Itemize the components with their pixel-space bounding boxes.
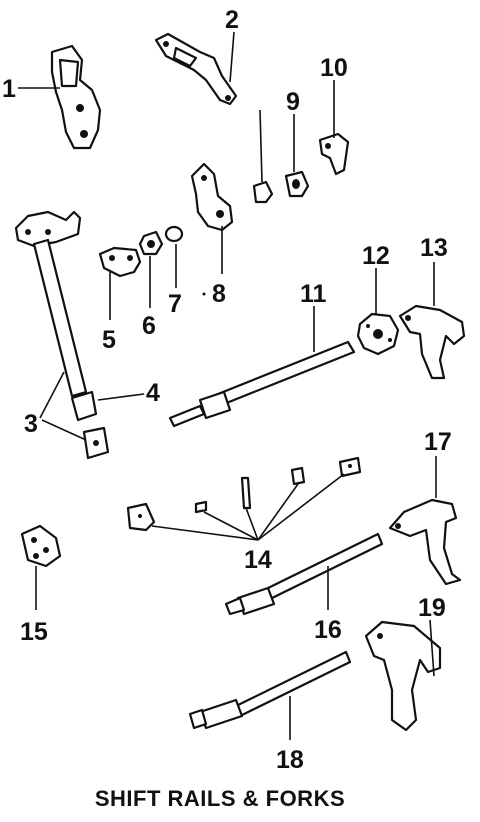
part-6-nut[interactable] xyxy=(138,230,164,256)
part-19-shift-fork[interactable] xyxy=(364,620,442,732)
callout-2: 2 xyxy=(225,6,239,34)
part-5-clip[interactable] xyxy=(98,246,142,278)
diagram-title: SHIFT RAILS & FORKS xyxy=(94,786,346,811)
callout-12: 12 xyxy=(362,242,390,270)
part-1-lever-housing[interactable] xyxy=(50,44,102,150)
callout-5: 5 xyxy=(102,326,116,354)
part-7-bushing[interactable] xyxy=(164,225,184,243)
part-16-shift-rail[interactable] xyxy=(224,532,384,616)
leader-3a xyxy=(39,371,65,419)
callout-6: 6 xyxy=(142,312,156,340)
callout-8: 8 xyxy=(212,280,226,308)
leader-3b xyxy=(41,419,87,441)
callout-14: 14 xyxy=(244,546,272,574)
callout-16: 16 xyxy=(314,616,342,644)
callout-15: 15 xyxy=(20,618,48,646)
part-12-collar[interactable] xyxy=(356,312,400,356)
callout-11: 11 xyxy=(300,280,327,308)
part-18-shift-rail[interactable] xyxy=(188,650,352,730)
leaders-14 xyxy=(151,473,345,541)
callout-13: 13 xyxy=(420,234,448,262)
part-13-shift-fork[interactable] xyxy=(398,304,466,380)
callout-7: 7 xyxy=(168,290,182,318)
part-8-shift-lever[interactable] xyxy=(190,162,234,232)
callout-9: 9 xyxy=(286,88,300,116)
leader-19 xyxy=(429,619,435,677)
part-9-bushing[interactable] xyxy=(284,170,310,198)
callout-17: 17 xyxy=(424,428,452,456)
callout-10: 10 xyxy=(320,54,348,82)
part-17-shift-fork[interactable] xyxy=(388,498,462,586)
callout-19: 19 xyxy=(418,594,446,622)
callout-4: 4 xyxy=(146,379,160,407)
part-3-shift-rail[interactable] xyxy=(14,210,110,460)
part-15-bracket[interactable] xyxy=(20,524,62,568)
part-14-hardware-kit[interactable] xyxy=(126,456,362,532)
callout-3: 3 xyxy=(24,410,38,438)
leader-2 xyxy=(229,31,235,83)
leader-4 xyxy=(97,393,145,401)
part-10-bracket[interactable] xyxy=(318,132,350,176)
callout-18: 18 xyxy=(276,746,304,774)
part-bushing-small[interactable] xyxy=(252,180,274,204)
stray-dot xyxy=(202,292,206,296)
callout-1: 1 xyxy=(2,75,16,103)
leader-bushing-small xyxy=(259,109,263,183)
part-2-lever-bracket[interactable] xyxy=(154,32,238,106)
part-11-shift-rail[interactable] xyxy=(168,340,356,428)
